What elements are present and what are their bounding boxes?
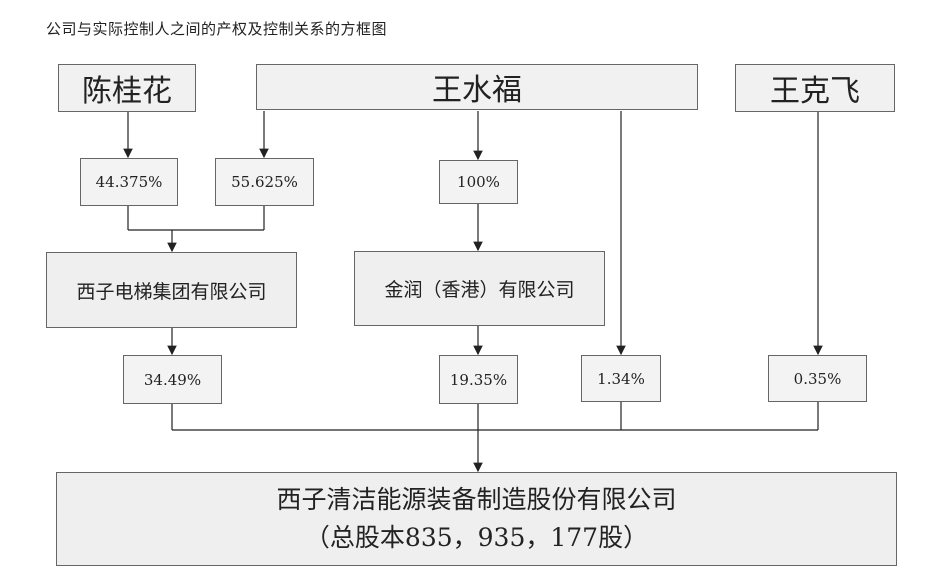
pct-jinrun-to-target-label: 19.35% [449,370,508,389]
person-chen-guihua: 陈桂花 [58,64,196,112]
company-jinrun-hk: 金润（香港）有限公司 [354,251,605,326]
pct-wang-direct-to-target: 1.34% [581,355,661,402]
pct-wang-to-jinrun: 100% [439,160,518,204]
target-total-shares: （总股本835，935，177股） [304,523,649,552]
person-wang-shuifu: 王水福 [256,64,698,110]
target-company-name: 西子清洁能源装备制造股份有限公司 [276,485,677,514]
pct-jinrun-to-target: 19.35% [439,355,518,404]
person-wang-kefei: 王克飞 [735,64,895,112]
pct-chen-to-elevator-label: 44.375% [95,173,163,191]
person-wang-kefei-label: 王克飞 [770,74,860,109]
pct-wang-to-elevator: 55.625% [215,158,314,206]
company-xizi-elevator-group: 西子电梯集团有限公司 [46,252,297,328]
pct-wang-to-jinrun-label: 100% [457,173,500,191]
pct-wang-to-elevator-label: 55.625% [231,173,298,191]
pct-kefei-to-target: 0.35% [768,355,867,402]
pct-chen-to-elevator: 44.375% [80,158,178,206]
pct-elevator-to-target-label: 34.49% [143,370,202,389]
company-jinrun-hk-label: 金润（香港）有限公司 [384,279,575,301]
person-wang-shuifu-label: 王水福 [432,73,522,108]
pct-elevator-to-target: 34.49% [123,355,222,404]
pct-kefei-to-target-label: 0.35% [793,369,842,388]
diagram-title: 公司与实际控制人之间的产权及控制关系的方框图 [46,20,388,38]
company-xizi-elevator-group-label: 西子电梯集团有限公司 [76,280,267,303]
company-xizi-clean-energy: 西子清洁能源装备制造股份有限公司 （总股本835，935，177股） [56,472,897,566]
pct-wang-direct-to-target-label: 1.34% [597,369,645,388]
person-chen-guihua-label: 陈桂花 [82,74,172,109]
